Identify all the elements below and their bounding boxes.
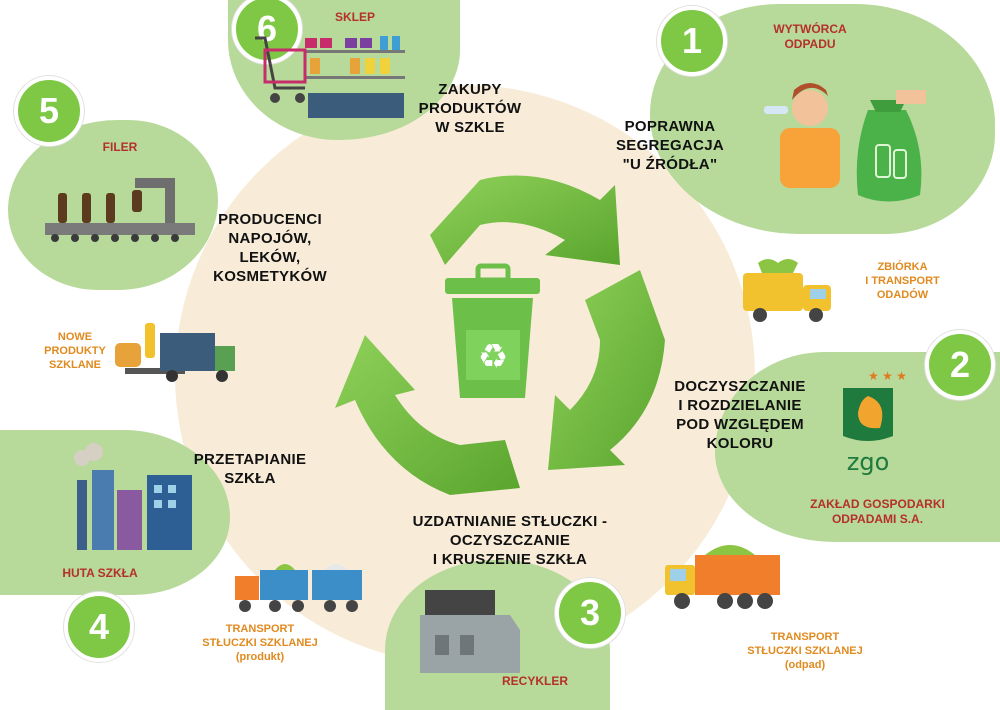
delivery-van-icon — [115, 323, 235, 382]
step6-title: SKLEP — [334, 10, 375, 24]
step4-action: PRZETAPIANIE SZKŁA — [193, 451, 307, 487]
step4-title: HUTA SZKŁA — [62, 566, 138, 580]
step3-title: RECYKLER — [501, 674, 568, 688]
recycler-building-icon — [420, 590, 520, 673]
garbage-truck-icon — [743, 259, 831, 322]
zgo-logo-text: zgo — [847, 448, 890, 476]
step1-action: POPRAWNA SEGREGACJA "U ŹRÓDŁA" — [615, 118, 725, 173]
step2-action: DOCZYSZCZANIE I ROZDZIELANIE POD WZGLĘDE… — [674, 378, 806, 452]
container-truck-icon — [235, 564, 362, 612]
dump-truck-icon — [665, 545, 780, 609]
zgo-logo-icon: ★ ★ ★ zgo — [843, 369, 907, 476]
step6-action: ZAKUPY PRODUKTÓW W SZKLE — [418, 81, 522, 136]
person-drinking-icon — [764, 83, 840, 188]
step5-title: FILER — [102, 140, 138, 154]
garbage-bag-icon — [856, 90, 926, 202]
step1-title: WYTWÓRCA ODPADU — [773, 22, 847, 51]
step-number-5: 5 — [14, 76, 84, 146]
transport-cullet-product-label: TRANSPORT STŁUCZKI SZKLANEJ (produkt) — [202, 623, 318, 663]
svg-text:♻: ♻ — [478, 337, 508, 377]
recycle-bin-icon: ♻ — [445, 263, 540, 398]
step-number-1: 1 — [657, 6, 727, 76]
step2-title: ZAKŁAD GOSPODARKI ODPADAMI S.A. — [810, 497, 945, 526]
transport-collection-label: ZBIÓRKA I TRANSPORT ODADÓW — [865, 261, 940, 301]
new-products-label: NOWE PRODUKTY SZKLANE — [44, 331, 106, 371]
glass-factory-icon — [74, 443, 192, 550]
step3-action: UZDATNIANIE STŁUCZKI - OCZYSZCZANIE I KR… — [412, 513, 608, 568]
shopping-cart-icon — [255, 36, 405, 118]
step-number-4: 4 — [64, 592, 134, 662]
step-number-3: 3 — [555, 578, 625, 648]
step5-action: PRODUCENCI NAPOJÓW, LEKÓW, KOSMETYKÓW — [213, 211, 327, 285]
step-number-2: 2 — [925, 330, 995, 400]
transport-cullet-waste-label: TRANSPORT STŁUCZKI SZKLANEJ (odpad) — [747, 631, 863, 671]
svg-text:★ ★ ★: ★ ★ ★ — [868, 369, 907, 383]
bottle-filler-icon — [45, 178, 195, 242]
